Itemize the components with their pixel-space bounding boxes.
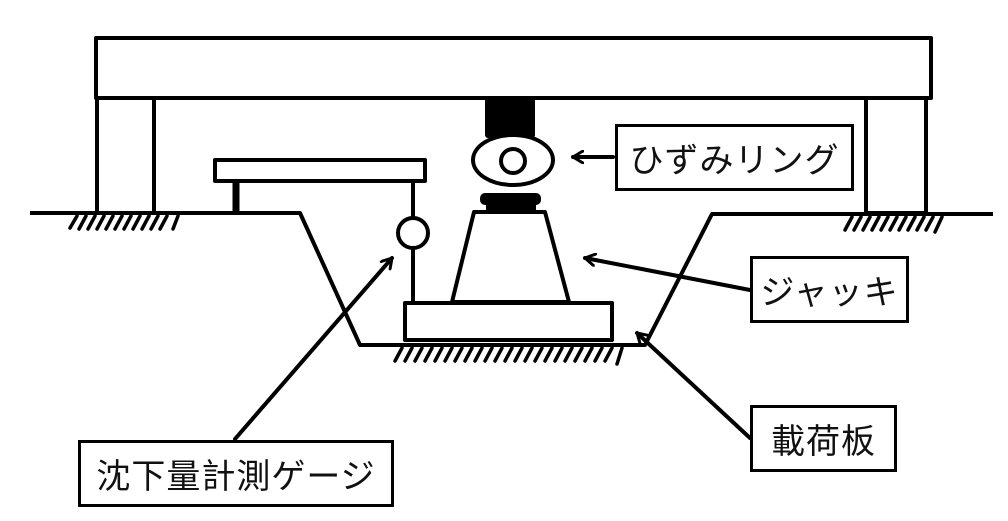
ground-hatch-left [68, 214, 180, 231]
loading-plate-arrow [635, 331, 752, 440]
strain-ring-dial [499, 147, 527, 175]
ground-surface-pit [30, 211, 993, 347]
ground-hatch-pit [393, 346, 624, 366]
jack-collar-lower [486, 202, 536, 213]
right-support-pillar [864, 96, 928, 215]
strain-ring-label: ひずみリング [615, 124, 854, 191]
ground-hatch-right [843, 215, 944, 234]
loading-plate [403, 301, 614, 342]
settlement-gauge-label: 沈下量計測ゲージ [78, 440, 394, 507]
reaction-beam [94, 36, 933, 100]
loading-plate-label: 載荷板 [750, 405, 897, 472]
jack-body [450, 210, 571, 304]
settlement-gauge-arrow [233, 256, 394, 441]
settlement-gauge-dial [396, 216, 430, 250]
jack-arrow [583, 258, 752, 292]
reference-beam [213, 158, 427, 183]
left-support-pillar [95, 96, 156, 215]
ring-top-block [485, 98, 535, 138]
jack-label: ジャッキ [750, 256, 909, 323]
